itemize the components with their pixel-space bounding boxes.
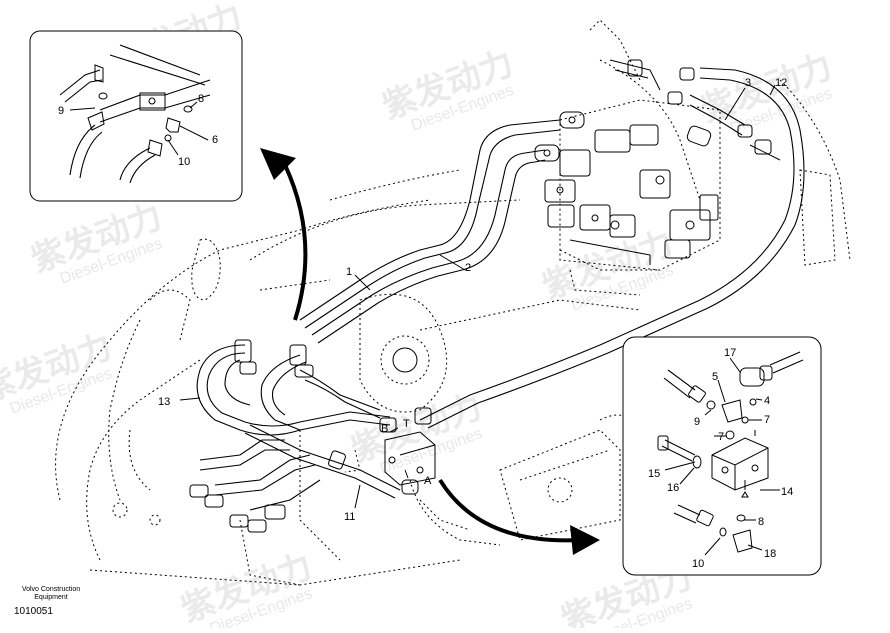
leader-lines bbox=[179, 84, 776, 509]
callout-label: 6 bbox=[212, 134, 218, 146]
company-name: Volvo Construction Equipment bbox=[16, 586, 86, 602]
callout-label: 8 bbox=[758, 516, 764, 528]
callout-label: 8 bbox=[198, 93, 204, 105]
callout-label: 9 bbox=[694, 416, 700, 428]
callout-label: 16 bbox=[667, 482, 679, 494]
callout-label: 1 bbox=[346, 266, 352, 278]
flange-fitting bbox=[534, 111, 585, 162]
callout-label: 2 bbox=[465, 262, 471, 274]
callout-label: 12 bbox=[775, 77, 787, 89]
callout-label: 18 bbox=[764, 548, 776, 560]
inset-detail-bottom bbox=[622, 336, 822, 576]
distribution-block bbox=[379, 407, 436, 495]
callout-labels-main: 1 2 3 11 12 13 B T A bbox=[158, 77, 787, 523]
callout-label: 10 bbox=[692, 558, 704, 570]
callout-label: 3 bbox=[745, 77, 751, 89]
callout-label: 4 bbox=[764, 395, 770, 407]
control-valve-assembly bbox=[544, 99, 721, 296]
hose-lines bbox=[189, 59, 805, 533]
curved-arrow-to-top-inset bbox=[260, 148, 308, 321]
callout-label: 9 bbox=[58, 105, 64, 117]
company-line-1: Volvo Construction bbox=[21, 586, 81, 593]
machine-frame-outline bbox=[55, 19, 851, 586]
company-line-2: Equipment bbox=[34, 594, 68, 601]
port-label: T bbox=[403, 418, 410, 430]
curved-arrow-to-bottom-inset bbox=[438, 478, 600, 555]
callout-label: 11 bbox=[344, 511, 355, 523]
callout-label: 5 bbox=[712, 371, 718, 383]
callout-labels-top-inset: 6 8 9 10 bbox=[58, 93, 218, 168]
port-label: B bbox=[381, 423, 388, 435]
inset-detail-top bbox=[29, 30, 243, 202]
callout-label: 7 bbox=[764, 414, 770, 426]
drawing-number: 1010051 bbox=[14, 606, 53, 617]
callout-labels-bottom-inset: 4 5 7 7 8 9 10 14 15 16 17 18 bbox=[648, 347, 793, 570]
callout-label: 13 bbox=[158, 396, 170, 408]
callout-label: 15 bbox=[648, 468, 660, 480]
port-label: A bbox=[424, 475, 432, 487]
callout-label: 17 bbox=[724, 347, 736, 359]
callout-label: 14 bbox=[781, 486, 793, 498]
callout-label: 7 bbox=[718, 431, 724, 443]
callout-label: 10 bbox=[178, 156, 190, 168]
